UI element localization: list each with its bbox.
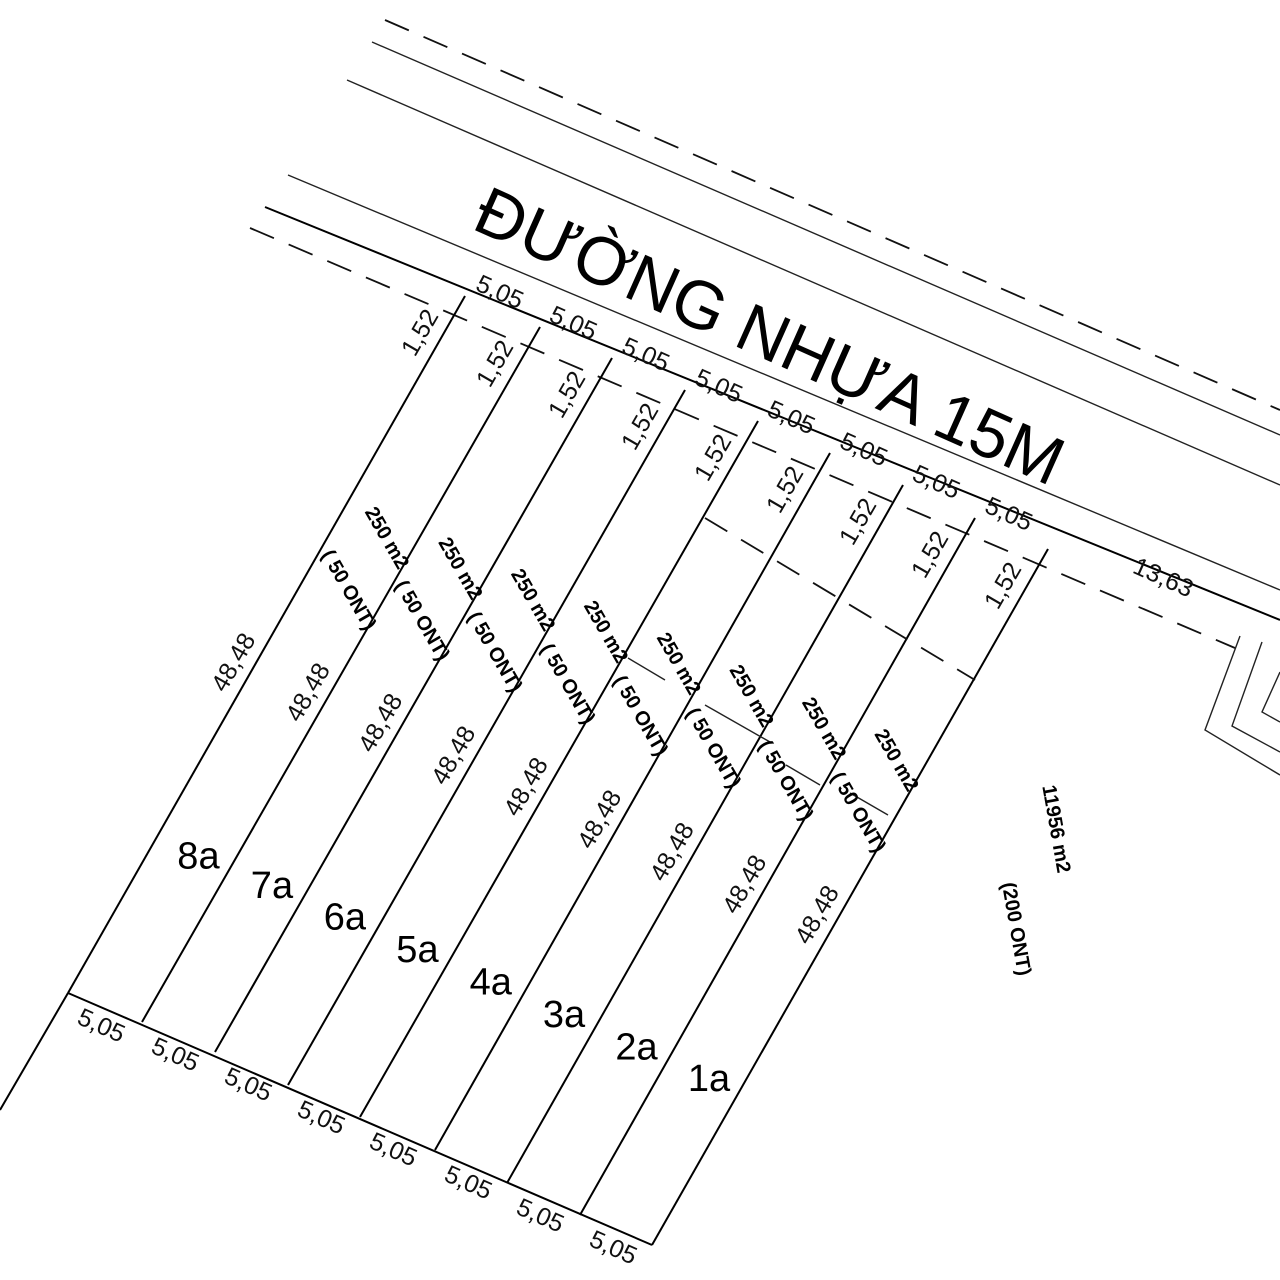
corner-curve xyxy=(1204,635,1280,776)
rear-dimension: 5,05 xyxy=(73,1003,129,1048)
frontage-dimension: 5,05 xyxy=(472,270,528,315)
setback-dimension: 1,52 xyxy=(761,462,810,518)
lot-area: 250 m2 xyxy=(579,597,632,667)
depth-dimension: 48,48 xyxy=(572,785,628,853)
lot-label-6a: 6a xyxy=(324,897,367,939)
lot-boundary-line xyxy=(579,517,976,1216)
setback-dimension: 1,52 xyxy=(979,558,1028,614)
setback-dimension: 1,52 xyxy=(616,399,665,455)
rear-dimension: 5,05 xyxy=(220,1062,276,1107)
frontage-dimension: 5,05 xyxy=(618,332,674,377)
depth-dimension: 48,48 xyxy=(426,721,482,789)
frontage-dimension: 5,05 xyxy=(691,364,747,409)
lot-area-note: ( 50 ONT) xyxy=(609,672,673,760)
lot-area-note: ( 50 ONT) xyxy=(317,546,381,634)
depth-dimension: 48,48 xyxy=(789,881,845,949)
setback-dimension: 1,52 xyxy=(689,430,738,486)
corner-frontage-dimension: 13,63 xyxy=(1129,552,1198,603)
lot-tick xyxy=(785,764,821,786)
depth-dimension: 48,48 xyxy=(644,818,700,886)
lot-tick xyxy=(849,792,889,816)
lot-label-1a: 1a xyxy=(688,1058,731,1100)
property-frontage-line xyxy=(264,206,1280,621)
depth-dimension: 48,48 xyxy=(206,628,262,696)
lot-label-7a: 7a xyxy=(251,865,294,907)
rear-boundary-line xyxy=(67,992,653,1246)
lot-area-note: ( 50 ONT) xyxy=(681,704,745,792)
lot-label-8a: 8a xyxy=(177,835,220,877)
lot-tick xyxy=(704,704,771,743)
lot-label-3a: 3a xyxy=(543,994,586,1036)
road-title: ĐƯỜNG NHỰA 15M xyxy=(464,172,1075,500)
lot-label-5a: 5a xyxy=(396,929,439,971)
road-edge-dashed-far xyxy=(384,19,1280,411)
road-edge-line xyxy=(346,79,1280,486)
lot-area-note: ( 50 ONT) xyxy=(536,640,600,728)
road-edge-line xyxy=(287,174,1280,591)
rear-dimension: 5,05 xyxy=(512,1193,568,1238)
rear-dimension: 5,05 xyxy=(365,1127,421,1172)
parcel-area: 11956 m2 xyxy=(1037,783,1074,874)
frontage-dimension: 5,05 xyxy=(763,395,819,440)
setback-dimension: 1,52 xyxy=(471,336,520,392)
rear-dimension: 5,05 xyxy=(440,1160,496,1205)
lot-area: 250 m2 xyxy=(434,534,487,604)
lot-area-note: ( 50 ONT) xyxy=(826,768,890,856)
setback-dashed-line xyxy=(249,227,1236,649)
lot-area: 250 m2 xyxy=(870,725,923,795)
lot-boundary-line xyxy=(506,484,904,1184)
boundary-extension xyxy=(0,992,69,1111)
rear-dimension: 5,05 xyxy=(147,1032,203,1077)
setback-dimension: 1,52 xyxy=(906,527,955,583)
frontage-dimension: 5,05 xyxy=(545,301,601,346)
lot-area-note: ( 50 ONT) xyxy=(463,608,527,696)
lot-area: 250 m2 xyxy=(360,503,413,573)
depth-dimension: 48,48 xyxy=(498,753,554,821)
depth-dimension: 48,48 xyxy=(353,689,409,757)
lot-label-4a: 4a xyxy=(470,961,513,1003)
lot-area: 250 m2 xyxy=(797,694,850,764)
lot-divider-dashed xyxy=(704,517,976,681)
lot-boundary-line xyxy=(214,357,613,1053)
lot-boundary-line xyxy=(651,548,1049,1246)
frontage-dimension: 5,05 xyxy=(981,492,1037,537)
lot-boundary-line xyxy=(67,295,466,994)
rear-dimension: 5,05 xyxy=(293,1095,349,1140)
rear-dimension: 5,05 xyxy=(585,1225,641,1270)
parcel-area-note: (200 ONT) xyxy=(997,881,1035,978)
lot-area-note: ( 50 ONT) xyxy=(390,577,454,665)
road-edge-line xyxy=(371,41,1280,436)
lot-area-note: ( 50 ONT) xyxy=(754,737,818,825)
lot-area: 250 m2 xyxy=(652,629,705,699)
lot-boundary-line xyxy=(359,420,759,1118)
lot-boundary-line xyxy=(434,452,831,1151)
frontage-dimension: 5,05 xyxy=(836,427,892,472)
lot-boundary-line xyxy=(141,326,541,1023)
lot-label-2a: 2a xyxy=(615,1027,658,1069)
setback-dimension: 1,52 xyxy=(396,305,445,361)
lot-boundary-line xyxy=(287,389,686,1086)
depth-dimension: 48,48 xyxy=(280,658,336,726)
setback-dimension: 1,52 xyxy=(834,494,883,550)
frontage-dimension: 5,05 xyxy=(908,460,964,505)
depth-dimension: 48,48 xyxy=(717,850,773,918)
corner-curve xyxy=(1261,671,1280,723)
lot-area: 250 m2 xyxy=(506,565,559,635)
lot-tick xyxy=(627,657,666,681)
corner-curve xyxy=(1231,641,1280,753)
setback-dimension: 1,52 xyxy=(543,367,592,423)
lot-boundaries xyxy=(0,295,1049,1246)
